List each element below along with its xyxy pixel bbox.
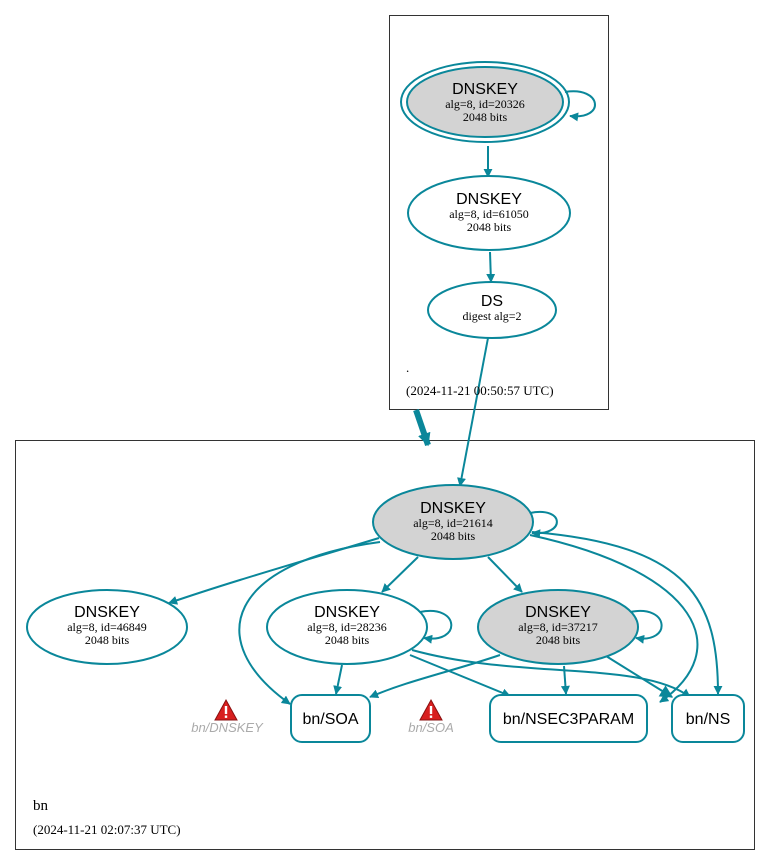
node-type-label: DNSKEY [452, 81, 518, 98]
node-bn-soa[interactable]: bn/SOA [290, 694, 371, 743]
node-bn-key-46849[interactable]: DNSKEY alg=8, id=46849 2048 bits [26, 589, 188, 665]
node-bits-label: 2048 bits [325, 633, 370, 647]
node-bn-key-28236[interactable]: DNSKEY alg=8, id=28236 2048 bits [266, 589, 428, 665]
edge-37217-to-soa [369, 654, 501, 698]
warning-label: bn/SOA [408, 720, 454, 735]
node-type-label: DS [481, 293, 503, 310]
node-detail-label: alg=8, id=37217 [518, 620, 598, 634]
node-root-ds[interactable]: DS digest alg=2 [427, 281, 557, 339]
edge-ds-to-bn-ksk [457, 337, 489, 487]
warning-label: bn/DNSKEY [191, 720, 264, 735]
bn-zone-box [15, 440, 755, 850]
node-root-ksk[interactable]: DNSKEY alg=8, id=20326 2048 bits [400, 61, 570, 143]
root-zone-timestamp: (2024-11-21 00:50:57 UTC) [406, 383, 554, 398]
node-bn-ksk[interactable]: DNSKEY alg=8, id=21614 2048 bits [372, 484, 534, 560]
node-detail-label: alg=8, id=28236 [307, 620, 387, 634]
node-bn-ns[interactable]: bn/NS [671, 694, 745, 743]
warning-bn-dnskey[interactable]: bn/DNSKEY [191, 698, 264, 735]
edge-root-zsk-to-ds [486, 251, 496, 283]
edge-bn-ksk-to-nsec3param [529, 534, 699, 703]
warning-triangle-icon [419, 698, 443, 721]
warning-triangle-icon [214, 698, 238, 721]
node-bits-label: 2048 bits [431, 529, 476, 543]
edge-delegation [413, 409, 431, 447]
edge-bn-ksk-to-ns [531, 531, 723, 695]
node-bits-label: 2048 bits [463, 110, 508, 124]
edge-37217-to-ns [605, 655, 674, 698]
edge-bn-ksk-to-28236 [381, 556, 419, 593]
node-detail-label: alg=8, id=20326 [445, 97, 525, 111]
bn-zone-name: bn [33, 798, 49, 814]
edges [168, 90, 723, 705]
node-type-label: DNSKEY [456, 191, 522, 208]
edge-28236-to-nsec3param [409, 654, 511, 698]
edge-37217-to-nsec3param [560, 665, 570, 695]
node-bits-label: 2048 bits [467, 220, 512, 234]
edge-bn-ksk-to-37217 [487, 556, 523, 593]
edge-28236-self [419, 609, 453, 644]
node-type-label: DNSKEY [525, 604, 591, 621]
node-detail-label: digest alg=2 [462, 309, 521, 323]
edge-bn-ksk-to-soa [238, 541, 381, 705]
node-bn-key-37217[interactable]: DNSKEY alg=8, id=37217 2048 bits [477, 589, 639, 665]
warning-bn-soa[interactable]: bn/SOA [408, 698, 454, 735]
node-detail-label: alg=8, id=21614 [413, 516, 493, 530]
edge-bn-ksk-self [529, 510, 558, 539]
node-bits-label: 2048 bits [85, 633, 130, 647]
node-type-label: DNSKEY [420, 500, 486, 517]
bn-zone-timestamp: (2024-11-21 02:07:37 UTC) [33, 822, 181, 837]
node-bits-label: 2048 bits [536, 633, 581, 647]
rrset-label: bn/NSEC3PARAM [503, 711, 634, 728]
node-type-label: DNSKEY [74, 604, 140, 621]
edge-28236-to-soa [333, 664, 343, 695]
rrset-label: bn/SOA [302, 711, 358, 728]
node-detail-label: alg=8, id=61050 [449, 207, 529, 221]
rrset-label: bn/NS [686, 711, 730, 728]
node-bn-nsec3param[interactable]: bn/NSEC3PARAM [489, 694, 648, 743]
node-detail-label: alg=8, id=46849 [67, 620, 147, 634]
node-root-zsk[interactable]: DNSKEY alg=8, id=61050 2048 bits [407, 175, 571, 251]
root-zone-name: . [406, 360, 409, 375]
node-type-label: DNSKEY [314, 604, 380, 621]
edge-root-ksk-self [564, 90, 596, 122]
root-zone-box [389, 15, 609, 410]
edge-37217-self [629, 609, 663, 644]
